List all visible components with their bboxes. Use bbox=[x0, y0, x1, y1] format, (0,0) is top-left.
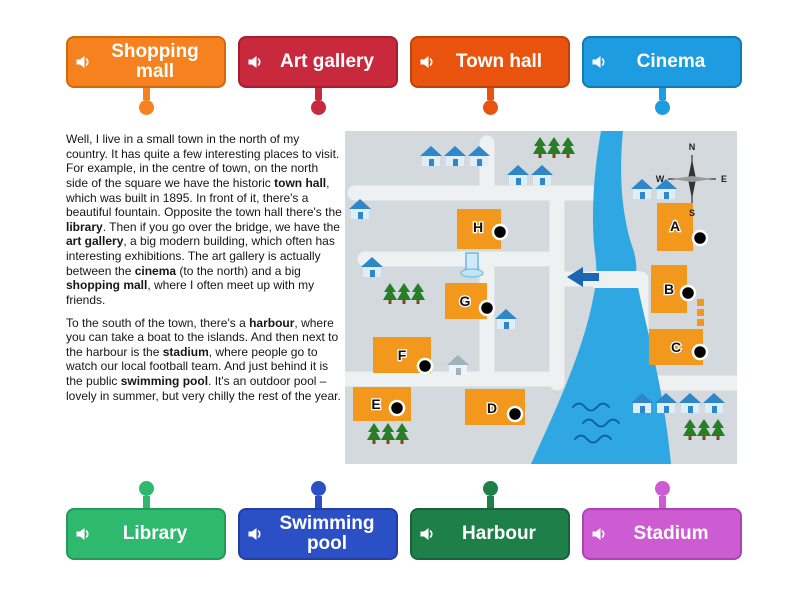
label-text: Cinema bbox=[636, 51, 706, 73]
answer-spot-e[interactable] bbox=[388, 399, 406, 417]
label-cell: Stadium bbox=[582, 481, 742, 560]
compass-s: S bbox=[689, 208, 695, 218]
town-map: N E S W A B C D E F G H bbox=[345, 131, 737, 464]
bottom-label-row: Library Swimming pool Harbour Stadium bbox=[66, 481, 742, 560]
connector-stem bbox=[142, 88, 150, 100]
buildings bbox=[353, 203, 704, 425]
speaker-icon[interactable] bbox=[419, 526, 435, 542]
connector-stem bbox=[658, 88, 666, 100]
building-g bbox=[445, 283, 487, 319]
label-cell: Cinema bbox=[582, 36, 742, 115]
label-art-gallery[interactable]: Art gallery bbox=[238, 36, 398, 88]
letter-b: B bbox=[664, 281, 674, 297]
label-text: Town hall bbox=[455, 51, 543, 73]
spot-letters: A B C D E F G H bbox=[370, 217, 682, 418]
answer-spot-h[interactable] bbox=[491, 223, 509, 241]
connector-stem bbox=[314, 496, 322, 508]
label-text: Shopping mall bbox=[111, 41, 199, 82]
passage-paragraph: Well, I live in a small town in the nort… bbox=[66, 132, 342, 307]
connector-stem bbox=[486, 88, 494, 100]
town-map-svg: N E S W A B C D E F G H bbox=[345, 131, 737, 464]
label-harbour[interactable]: Harbour bbox=[410, 508, 570, 560]
label-swimming-pool[interactable]: Swimming pool bbox=[238, 508, 398, 560]
letter-d: D bbox=[487, 400, 497, 416]
label-text: Stadium bbox=[633, 523, 709, 545]
answer-spot-d[interactable] bbox=[506, 405, 524, 423]
compass-e: E bbox=[721, 174, 727, 184]
bridge-arrow-icon bbox=[567, 267, 599, 287]
building-a bbox=[657, 203, 693, 251]
speaker-icon[interactable] bbox=[75, 54, 91, 70]
label-cell: Art gallery bbox=[238, 36, 398, 115]
connector-pin[interactable] bbox=[310, 481, 326, 496]
bridge bbox=[593, 271, 639, 288]
label-library[interactable]: Library bbox=[66, 508, 226, 560]
connector-stem bbox=[314, 88, 322, 100]
compass-w: W bbox=[656, 174, 665, 184]
speaker-icon[interactable] bbox=[591, 526, 607, 542]
answer-spot-a[interactable] bbox=[691, 229, 709, 247]
answer-spot-c[interactable] bbox=[691, 343, 709, 361]
fountain-icon bbox=[460, 252, 484, 278]
speaker-icon[interactable] bbox=[247, 526, 263, 542]
connector-pin[interactable] bbox=[654, 481, 670, 496]
label-stadium[interactable]: Stadium bbox=[582, 508, 742, 560]
connector-pin[interactable] bbox=[138, 481, 154, 496]
label-cell: Town hall bbox=[410, 36, 570, 115]
letter-c: C bbox=[671, 339, 681, 355]
label-cell: Harbour bbox=[410, 481, 570, 560]
label-cell: Swimming pool bbox=[238, 481, 398, 560]
compass-icon: N E S W bbox=[656, 142, 727, 218]
compass-n: N bbox=[689, 142, 696, 152]
speaker-icon[interactable] bbox=[591, 54, 607, 70]
speaker-icon[interactable] bbox=[419, 54, 435, 70]
waves-icon bbox=[572, 402, 620, 444]
letter-f: F bbox=[398, 347, 407, 363]
label-town-hall[interactable]: Town hall bbox=[410, 36, 570, 88]
label-cinema[interactable]: Cinema bbox=[582, 36, 742, 88]
letter-e: E bbox=[371, 396, 380, 412]
connector-pin[interactable] bbox=[310, 100, 326, 115]
label-text: Harbour bbox=[462, 523, 536, 545]
passage: Well, I live in a small town in the nort… bbox=[66, 132, 343, 411]
label-cell: Shopping mall bbox=[66, 36, 226, 115]
top-label-row: Shopping mall Art gallery Town hall Cinema bbox=[66, 36, 742, 115]
passage-paragraph: To the south of the town, there's a harb… bbox=[66, 315, 341, 403]
label-text: Library bbox=[122, 523, 188, 545]
speaker-icon[interactable] bbox=[75, 526, 91, 542]
letter-h: H bbox=[473, 219, 483, 235]
label-text: Swimming pool bbox=[279, 513, 375, 554]
connector-stem bbox=[658, 496, 666, 508]
connector-pin[interactable] bbox=[482, 100, 498, 115]
river bbox=[531, 131, 671, 464]
connector-pin[interactable] bbox=[482, 481, 498, 496]
connector-stem bbox=[142, 496, 150, 508]
label-text: Art gallery bbox=[280, 51, 374, 73]
letter-g: G bbox=[460, 293, 471, 309]
answer-spots bbox=[388, 223, 709, 423]
connector-pin[interactable] bbox=[654, 100, 670, 115]
label-cell: Library bbox=[66, 481, 226, 560]
connector-stem bbox=[486, 496, 494, 508]
speaker-icon[interactable] bbox=[247, 54, 263, 70]
label-shopping-mall[interactable]: Shopping mall bbox=[66, 36, 226, 88]
answer-spot-g[interactable] bbox=[478, 299, 496, 317]
letter-a: A bbox=[670, 218, 680, 234]
answer-spot-b[interactable] bbox=[679, 284, 697, 302]
answer-spot-f[interactable] bbox=[416, 357, 434, 375]
connector-pin[interactable] bbox=[138, 100, 154, 115]
